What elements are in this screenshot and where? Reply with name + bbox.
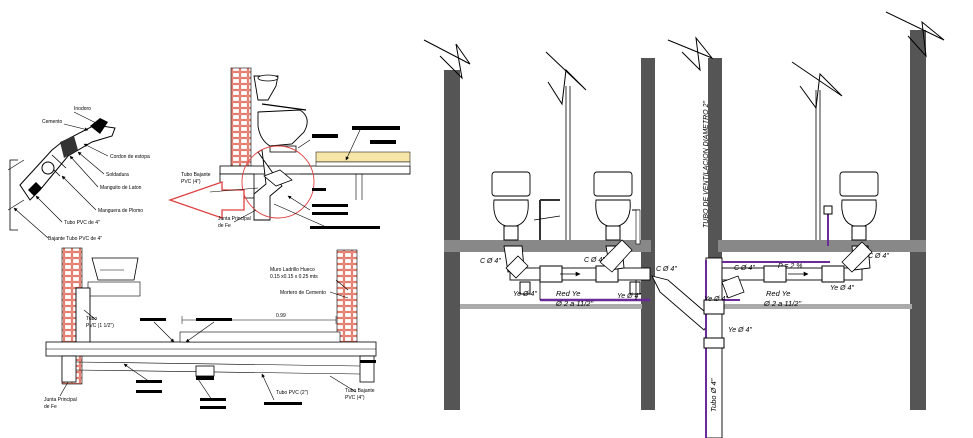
label-muro-2: 0.15 x0.15 x 0.25 mts — [270, 274, 318, 280]
toilet-mid — [593, 171, 633, 241]
label-junta-top-2: de Fe — [218, 223, 231, 229]
label-junta-bottom-1: Junta Principal — [44, 397, 77, 403]
section-right: TUBO DE VENTILACION DIAMETRO 2" Tubo Ø 4… — [423, 11, 945, 438]
label-tubo-size: PVC (1 1/2") — [86, 323, 114, 329]
label-tubo-pvc: Tubo PVC de 4" — [64, 220, 100, 226]
label-manguera: Manguera de Plomo — [98, 208, 143, 214]
label-cemento: Cemento — [42, 119, 63, 125]
label-soldadura: Soldadura — [106, 172, 129, 178]
label-red-ye-left: Red Ye — [556, 289, 580, 298]
label-muro-1: Muro Ladrillo Hueco — [270, 267, 315, 273]
detail-slab-section: 0.99 Muro Ladrillo Hueco 0.15 x0.15 x 0.… — [44, 247, 377, 410]
label-tubo-bajante-top: Tubo Bajante — [181, 172, 211, 178]
label-tubo-vertical: Tubo Ø 4" — [709, 378, 718, 412]
label-junta-bottom-2: de Fe — [44, 404, 57, 410]
label-red-ye-right: Red Ye — [766, 289, 790, 298]
label-cordon: Cordon de estopa — [110, 154, 150, 160]
label-c-left-r: C Ø 4" — [734, 265, 755, 272]
label-tubo: Tubo — [86, 316, 97, 322]
toilet-left — [491, 171, 531, 241]
label-tubo-bajante-bottom: Tubo Bajante — [345, 388, 375, 394]
label-junta-top-1: Junta Principal — [218, 216, 251, 222]
label-c-mid: C Ø 4" — [584, 257, 605, 264]
label-tubo-pvc2: Tubo PVC (2") — [276, 390, 308, 396]
label-red-size-left: Ø 2 a 11/2" — [555, 299, 593, 308]
detail-toilet-connection: Inodoro Cemento Cordon de estopa Soldadu… — [7, 106, 150, 242]
label-ye-right-r: Ye Ø 4" — [830, 285, 854, 292]
label-tubo-bajante-top-size: PVC (4") — [181, 179, 201, 185]
label-dimension: 0.99 — [276, 313, 286, 319]
label-slope: P = 2 % — [778, 263, 802, 270]
label-ye-left: Ye Ø 4" — [513, 291, 537, 298]
label-c-right: C Ø 4" — [656, 266, 677, 273]
label-ye-left-r: Ye Ø 4" — [704, 296, 728, 303]
label-c-right-r: C Ø 4" — [868, 253, 889, 260]
label-ventilacion: TUBO DE VENTILACION DIAMETRO 2" — [703, 101, 710, 228]
label-inodoro: Inodoro — [74, 106, 91, 112]
label-ye-mid: Ye Ø 4" — [617, 293, 641, 300]
label-bajante: Bajante Tubo PVC de 4" — [48, 236, 102, 242]
toilet-right — [839, 171, 879, 241]
label-manguito: Manguito de Laton — [100, 185, 142, 191]
detail-toilet-slab: Tubo Bajante PVC (4") Junta Principal de… — [168, 67, 411, 229]
label-c-left: C Ø 4" — [480, 258, 501, 265]
label-mortero: Mortero de Cemento — [280, 290, 326, 296]
label-red-size-right: Ø 2 a 11/2" — [763, 299, 801, 308]
label-ye-low-r: Ye Ø 4" — [728, 327, 752, 334]
label-tubo-bajante-bottom-size: PVC (4") — [345, 395, 365, 401]
